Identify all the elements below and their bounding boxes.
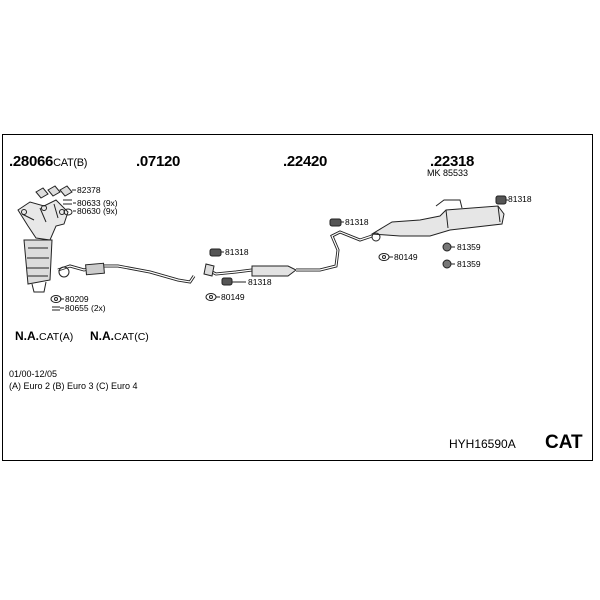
date-range-note: 01/00-12/05 [9, 369, 58, 379]
part-81318-a: 81318 [225, 247, 249, 257]
na-item-c: N.A.CAT(C) [90, 329, 149, 343]
na-item-a: N.A.CAT(A) [15, 329, 74, 343]
exhaust-manifold [17, 199, 69, 241]
part-80149-a: 80149 [221, 292, 245, 302]
clamp-81359-a [442, 242, 452, 252]
front-pipe [57, 262, 196, 284]
rubber-mount-81318-b [329, 218, 342, 227]
part-80633: 80633 (9x) [77, 198, 118, 208]
gasket-80149-a [205, 293, 217, 301]
part-81359-a: 81359 [457, 242, 481, 252]
gasket-80209 [50, 295, 62, 303]
gasket-80149-b [378, 253, 390, 261]
group-number-1: .28066CAT(B) [9, 153, 88, 170]
rubber-mount-81318-a [209, 248, 222, 257]
group-number-3: .22420 [283, 153, 328, 170]
set-code: HYH16590A [449, 437, 516, 451]
part-81359-b: 81359 [457, 259, 481, 269]
rubber-mount-81318-c [221, 277, 233, 286]
part-80655: 80655 (2x) [65, 303, 106, 313]
rubber-mount-81318-d [495, 195, 507, 205]
mounting-kit-label: MK 85533 [427, 168, 469, 178]
rear-silencer [370, 199, 505, 242]
part-81318-d: 81318 [508, 194, 532, 204]
group-number-2: .07120 [136, 153, 181, 170]
part-81318-b: 81318 [345, 217, 369, 227]
spring-80655 [52, 306, 60, 311]
euro-standard-note: (A) Euro 2 (B) Euro 3 (C) Euro 4 [9, 381, 138, 391]
catalytic-converter [23, 239, 53, 293]
group-number-4: .22318 [430, 153, 475, 170]
gasket-set-manifold [35, 185, 73, 216]
part-80149-b: 80149 [394, 252, 418, 262]
clamp-81359-b [442, 259, 452, 269]
diagram-frame [2, 134, 593, 461]
part-81318-c: 81318 [248, 277, 272, 287]
part-80209: 80209 [65, 294, 89, 304]
category-label: CAT [545, 432, 583, 453]
group-suffix-1: CAT(B) [53, 157, 88, 169]
part-80630: 80630 (9x) [77, 206, 118, 216]
part-82378: 82378 [77, 185, 101, 195]
middle-pipe [203, 230, 373, 277]
